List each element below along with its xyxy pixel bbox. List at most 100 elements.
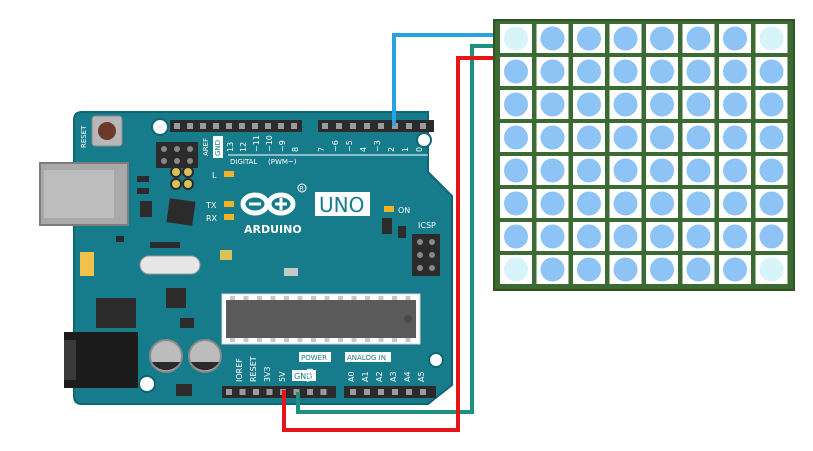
digital-pin-label: 7 [317,147,326,152]
digital-pin-label: 0 [415,147,424,152]
digital-pin-label: ~6 [331,140,340,152]
analog-pin-label: A3 [389,371,398,382]
led-pixel [759,125,784,150]
mounting-hole [428,352,444,368]
led-pixel [650,26,674,51]
led-pixel [577,92,601,117]
digital-header-low [318,120,434,132]
chip-pin [284,296,289,300]
led-pixel [504,125,528,150]
reset-button-cap[interactable] [98,122,116,140]
chip-pin [257,296,262,300]
led-pixel [723,26,747,51]
led-pixel [577,125,601,150]
led-pixel [723,257,747,282]
digital-pin-label: ~5 [345,140,354,152]
chip-pin [243,296,249,300]
uno-label-box [315,192,370,216]
led-pixel [540,224,565,249]
analog-pin-label: A2 [375,371,384,382]
pad [170,178,182,190]
ground-wire[interactable] [296,44,500,414]
chip-pin [230,338,235,342]
led-pixel [686,224,711,249]
led-pixel [650,158,674,183]
chip-pin [378,296,384,300]
pad [182,178,194,190]
led-pixel [613,92,638,117]
chip-pin [405,296,411,300]
led-pixel [577,59,601,84]
led-pixel [686,257,711,282]
pin-hole [392,389,398,395]
pin-hole [420,389,426,395]
led-pixel [686,59,711,84]
chip-pin [392,296,397,300]
pin-hole [320,389,327,395]
chip-pin [351,338,357,342]
digital-pin-label: 13 [226,142,235,152]
led-pixel [613,26,638,51]
chip-pin [284,338,289,342]
chip-pin [405,338,411,342]
power-label: POWER [301,354,327,362]
chip-pin [324,338,330,342]
analog-pin-label: A1 [361,371,370,382]
gnd-top-label-box [213,136,223,158]
chip-pin [392,338,397,342]
wires [282,33,500,432]
led-pixel [613,158,638,183]
pin-hole [174,123,180,129]
comp [140,201,152,217]
led-pixel [650,125,674,150]
power-label-box [299,352,331,362]
icsp-header-usb [156,142,198,168]
pin-hole [265,123,271,129]
aref-label: AREF [202,138,210,156]
on-label: ON [398,206,410,215]
led-pixel [759,26,784,51]
digital-pin-label: ~3 [373,140,382,152]
pin-hole [350,389,356,395]
chip-pin [270,296,276,300]
pad [170,166,182,178]
led-pixel [504,224,528,249]
chip-pin [311,338,316,342]
led-pixel [686,92,711,117]
led-pixel [759,92,784,117]
led-pixel [759,257,784,282]
digital-label: DIGITAL [230,158,257,166]
led-pixel [577,224,601,249]
power-wire[interactable] [282,56,500,432]
led-pixel [723,191,747,216]
led-tx [224,201,234,207]
led-pixel [577,257,601,282]
analog-pin-label: A5 [417,371,426,382]
led-pixel [650,92,674,117]
fuse [80,252,94,276]
comp [116,236,124,242]
gnd-label-box [292,370,316,381]
analog-label: ANALOG IN [347,354,386,362]
microcontroller [226,300,416,338]
led-pixel [723,92,747,117]
pin-hole [252,123,258,129]
led-pixel [723,224,747,249]
led-pixel [504,92,528,117]
led-pixel [577,158,601,183]
pin-hole [278,123,284,129]
led-pixel [759,59,784,84]
led-pixel [650,59,674,84]
chip-pin [324,296,330,300]
chip-pin [311,296,316,300]
digital-pin-label: ~9 [278,140,287,152]
led-pixel [540,92,565,117]
chip-pin [338,296,343,300]
comp [180,318,194,328]
arduino-logo: R [240,183,307,216]
data-wire[interactable] [392,33,500,126]
led-pixel [613,125,638,150]
bottom-pin-holes [226,389,426,395]
